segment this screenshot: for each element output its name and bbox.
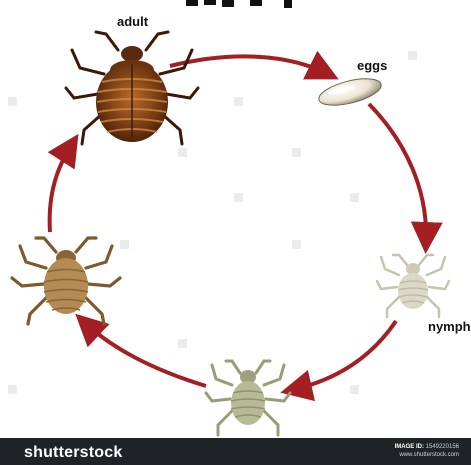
arrow-eggs-to-nymph: [369, 104, 426, 242]
watermark-mark: [120, 240, 129, 249]
stage-label-eggs: eggs: [357, 58, 387, 73]
watermark-mark: [8, 97, 17, 106]
watermark-mark: [178, 339, 187, 348]
stock-brand-logo: shutterstock: [24, 444, 122, 462]
arrow-adult-to-eggs: [170, 56, 328, 74]
arrow-late-nymph-to-adult: [50, 144, 72, 232]
watermark-mark: [234, 97, 243, 106]
watermark-mark: [8, 385, 17, 394]
cycle-artwork: [0, 0, 471, 440]
stock-image-id: IMAGE ID: 1549220156 www.shutterstock.co…: [395, 443, 459, 459]
watermark-mark: [178, 148, 187, 157]
mid-nymph-bug-icon: [206, 361, 290, 435]
image-id-value: 1549220156: [426, 444, 459, 450]
title-fragment: [186, 0, 292, 8]
stage-label-adult: adult: [117, 14, 148, 29]
watermark-mark: [234, 193, 243, 202]
watermark-mark: [350, 193, 359, 202]
stock-site: www.shutterstock.com: [395, 451, 459, 459]
arrow-nymph-to-late-nymph: [84, 322, 206, 386]
adult-bug-icon: [66, 32, 198, 144]
arrow-nymph-to-nymph: [292, 321, 396, 390]
watermark-mark: [292, 148, 301, 157]
early-nymph-bug-icon: [377, 255, 449, 317]
watermark-mark: [292, 240, 301, 249]
stage-label-nymph: nymph: [428, 319, 471, 334]
watermark-mark: [408, 51, 417, 60]
watermark-mark: [350, 385, 359, 394]
late-nymph-bug-icon: [12, 238, 120, 324]
image-id-label: IMAGE ID:: [395, 444, 424, 450]
eggs-icon: [316, 74, 383, 111]
